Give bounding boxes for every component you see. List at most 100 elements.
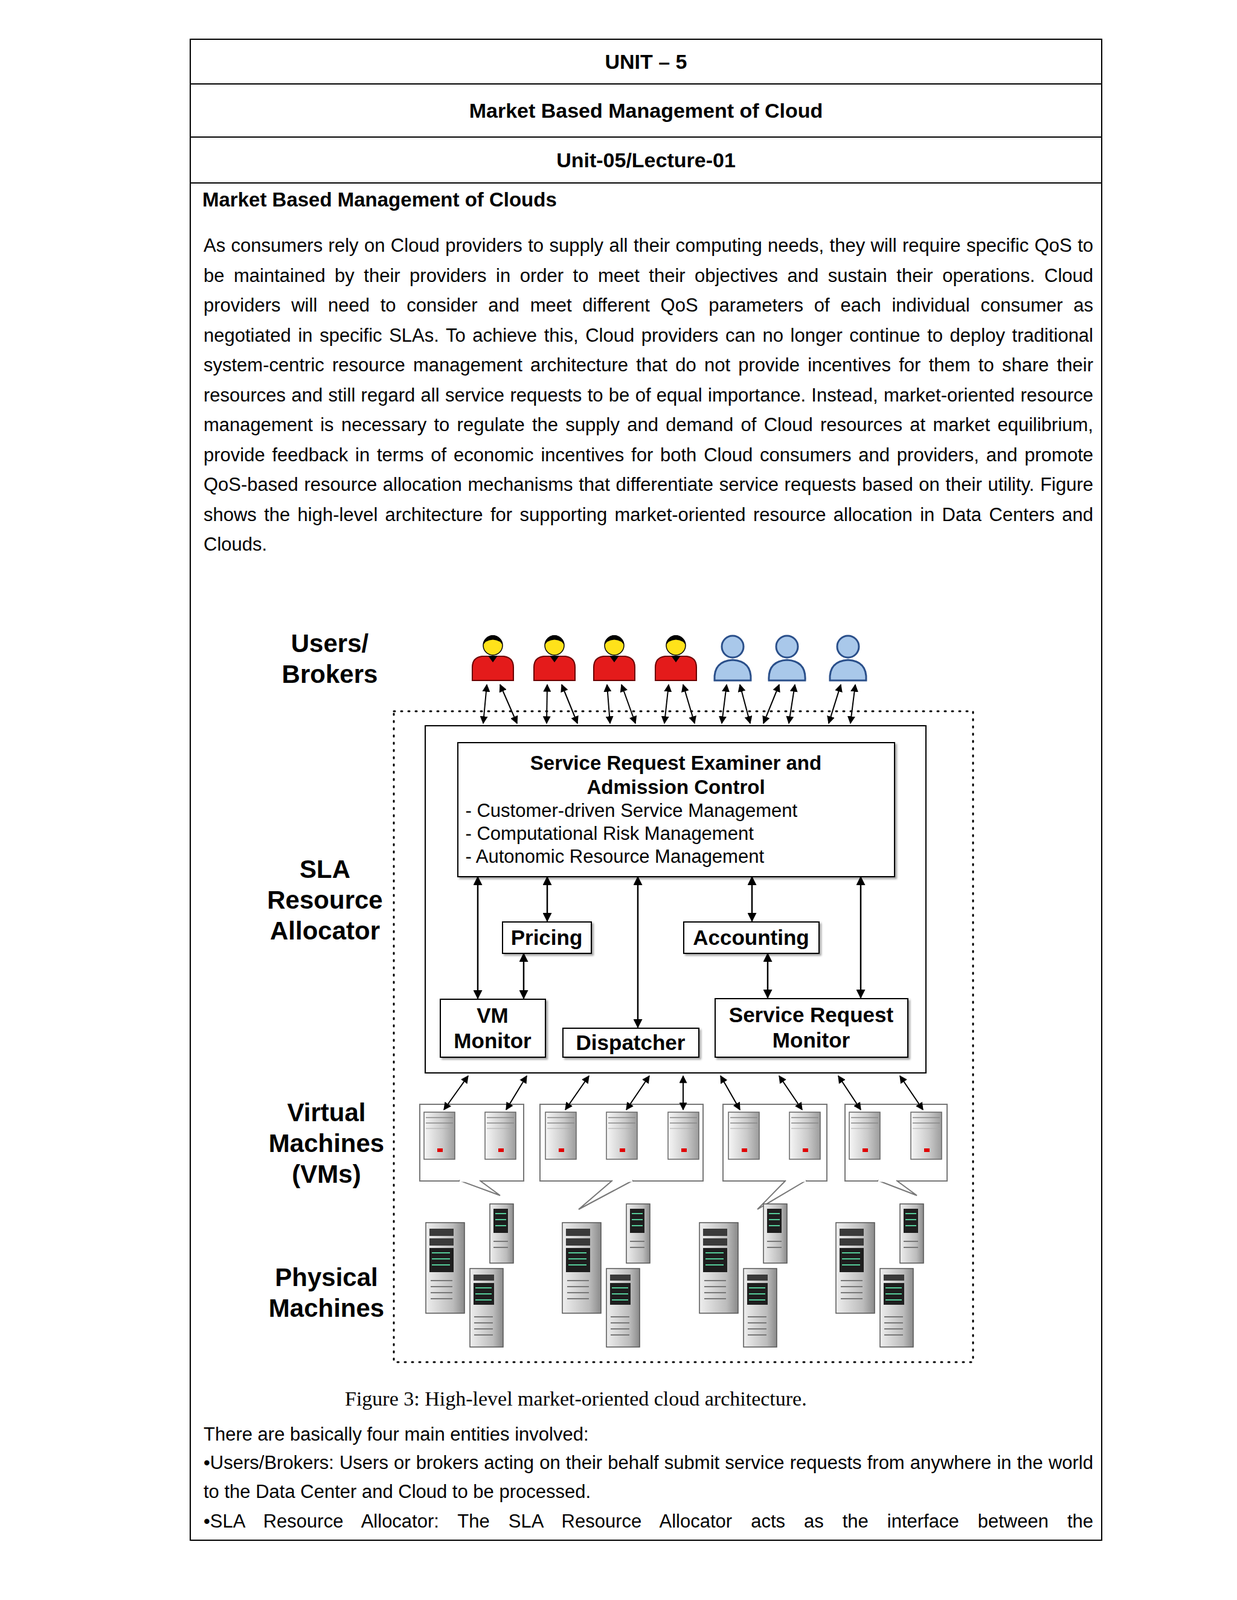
vm-arrow (443, 1076, 469, 1111)
physical-machines (425, 1204, 924, 1348)
process-box: Accounting (683, 921, 820, 955)
vm-icon (849, 1112, 881, 1160)
vm-arrow (565, 1076, 589, 1111)
request-arrow (683, 684, 695, 724)
request-arrow (788, 684, 795, 724)
vm-group (419, 1104, 524, 1182)
tier-label: Virtual Machines (VMs) (261, 1097, 392, 1190)
vm-icon (728, 1112, 760, 1160)
vm-arrow (626, 1076, 650, 1111)
list-item: - Customer-driven Service Management (465, 799, 887, 823)
request-arrow (763, 684, 780, 724)
vm-groups (419, 1104, 948, 1210)
process-box: Dispatcher (562, 1028, 700, 1059)
server-tower (763, 1204, 788, 1264)
connector-arrow (767, 954, 769, 999)
figure-caption: Figure 3: High-level market-oriented clo… (344, 1386, 807, 1413)
server-tower (743, 1269, 777, 1348)
connector-arrow (546, 877, 549, 922)
lecture-number: Unit-05/Lecture-01 (190, 148, 1102, 173)
tier-label: Physical Machines (261, 1262, 392, 1324)
allocator-box: SLA Resource AllocatorService Request Ex… (424, 725, 927, 1074)
request-arrow (621, 684, 636, 724)
process-box: Service Request Examiner and Admission C… (457, 742, 896, 878)
vm-group (539, 1104, 704, 1182)
bubble-tail (877, 1180, 917, 1196)
list-item: - Computational Risk Management (465, 822, 887, 846)
unit-heading: UNIT – 5 (190, 50, 1102, 74)
server-tower (469, 1269, 504, 1348)
vm-arrow (899, 1076, 923, 1111)
group-label: SLA Resource Allocator (262, 854, 388, 947)
request-arrow (739, 684, 751, 724)
header-cell: Market Based Management of Cloud (189, 83, 1103, 138)
request-arrow (546, 684, 548, 724)
body-paragraph: As consumers rely on Cloud providers to … (203, 230, 1094, 560)
bullet-item: •SLA Resource Allocator: The SLA Resourc… (203, 1507, 1094, 1537)
connector-arrow (637, 877, 640, 1029)
broker-icon (714, 636, 751, 681)
box-label: Accounting (687, 925, 815, 951)
process-box: Pricing (501, 921, 592, 955)
request-arrow (664, 684, 669, 724)
vm-icon (910, 1112, 942, 1160)
request-arrow (721, 684, 727, 724)
box-title: Service Request Examiner and Admission C… (506, 751, 846, 800)
broker-icon (768, 636, 806, 681)
vm-arrow (720, 1076, 740, 1111)
process-box: Service Request Monitor (714, 998, 909, 1059)
user-icon (593, 635, 635, 681)
user-icons (472, 635, 867, 681)
user-icon (472, 635, 514, 681)
vm-icon (424, 1112, 455, 1160)
server-tower (425, 1223, 465, 1314)
list-item: - Autonomic Resource Management (465, 845, 887, 869)
server-tower (489, 1204, 514, 1264)
broker-icon (829, 636, 867, 681)
vm-icon (606, 1112, 638, 1160)
box-label: Pricing (506, 925, 588, 951)
vm-arrow (838, 1076, 861, 1111)
user-request-arrows (483, 684, 856, 724)
box-label: Service Request Monitor (719, 1002, 904, 1054)
box-label: Dispatcher (567, 1030, 695, 1056)
request-arrow (483, 684, 487, 724)
vm-arrows (443, 1076, 923, 1111)
request-arrow (828, 684, 841, 724)
process-box: VM Monitor (439, 999, 547, 1059)
vm-group (722, 1104, 827, 1182)
server-tower (899, 1204, 924, 1264)
connector-arrow (477, 877, 479, 1000)
header-cell: Unit-05/Lecture-01 (189, 136, 1103, 184)
connector-arrow (523, 954, 525, 1000)
vm-arrow (506, 1076, 527, 1111)
content-cell: As consumers rely on Cloud providers to … (189, 182, 1103, 1542)
request-arrow (850, 684, 856, 724)
bullet-item: •Users/Brokers: Users or brokers acting … (203, 1449, 1094, 1507)
vm-icon (668, 1112, 699, 1160)
body-text: There are basically four main entities i… (203, 1420, 1094, 1450)
vm-group (845, 1104, 948, 1182)
vm-icon (545, 1112, 577, 1160)
server-tower (835, 1223, 875, 1314)
bubble-tail (459, 1180, 501, 1196)
section-heading: Market Based Management of Clouds (202, 187, 557, 213)
request-arrow (607, 684, 611, 724)
server-tower (880, 1269, 914, 1348)
header-cell: UNIT – 5 (189, 38, 1103, 85)
user-icon (655, 635, 697, 681)
unit-title: Market Based Management of Cloud (190, 99, 1102, 123)
bubble-tail (578, 1180, 633, 1210)
connector-arrow (860, 877, 862, 999)
request-arrow (500, 684, 518, 724)
server-tower (626, 1204, 650, 1264)
request-arrow (561, 684, 578, 724)
dotted-boundary (393, 711, 974, 1363)
server-tower (606, 1269, 640, 1348)
user-icon (533, 635, 576, 681)
vm-icon (789, 1112, 821, 1160)
server-tower (562, 1223, 601, 1314)
tier-label: Users/ Brokers (269, 628, 391, 690)
vm-arrow (682, 1076, 684, 1111)
